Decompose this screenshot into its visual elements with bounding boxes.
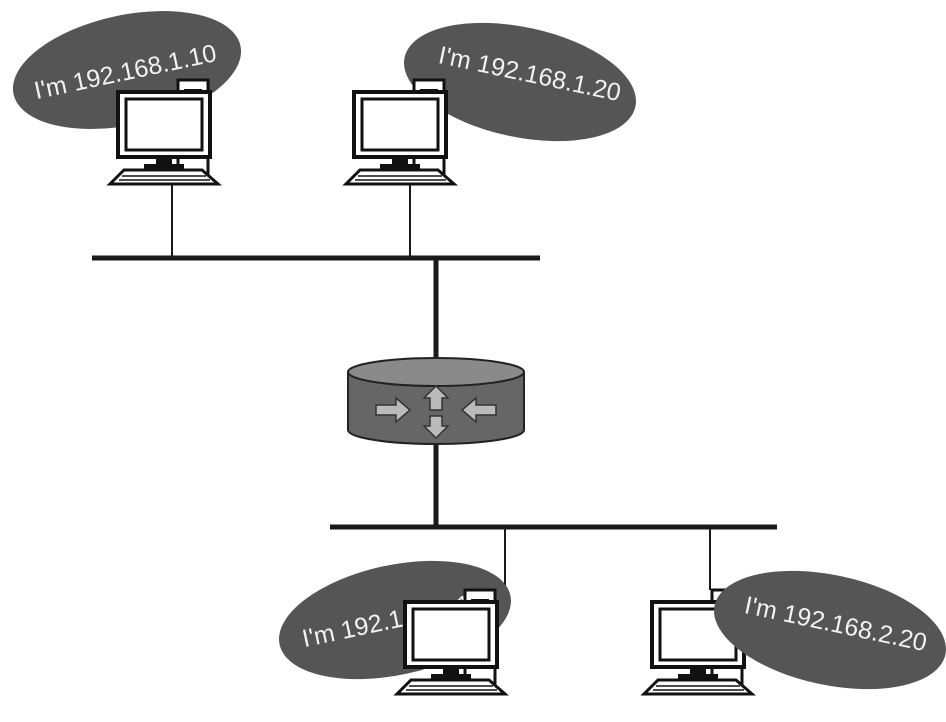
ip-bubble-4: I'm 192.168.2.20 bbox=[714, 570, 946, 690]
host-3: I'm 192.168.2.10 bbox=[279, 560, 511, 696]
desktop-computer-icon bbox=[395, 588, 507, 696]
host-1: I'm 192.168.1.10 bbox=[12, 11, 242, 186]
ip-bubble-2: I'm 192.168.1.20 bbox=[404, 22, 636, 142]
desktop-computer-icon bbox=[108, 78, 220, 186]
router-icon bbox=[347, 357, 525, 445]
desktop-computer-icon bbox=[344, 78, 456, 186]
host-4: I'm 192.168.2.20 bbox=[642, 570, 946, 696]
host-2: I'm 192.168.1.20 bbox=[344, 22, 636, 186]
